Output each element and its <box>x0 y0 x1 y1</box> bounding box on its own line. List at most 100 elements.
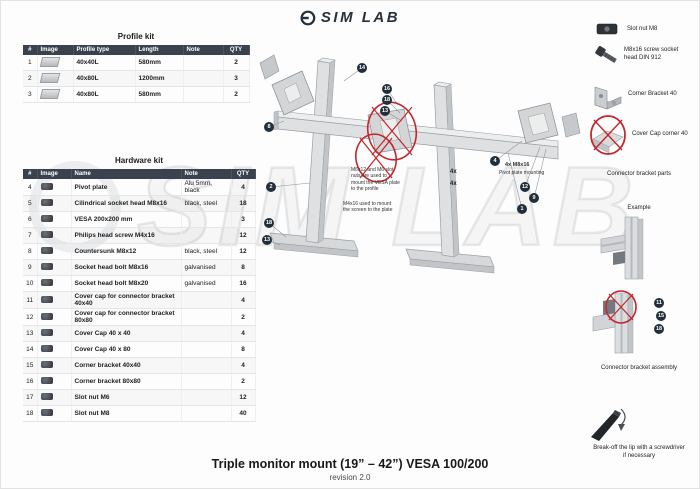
hardware-kit-header-row: # Image Name Note QTY <box>23 169 256 179</box>
connector-bracket-assembly-diagram <box>592 290 637 354</box>
part-note: black, steel <box>181 195 232 212</box>
callout-balloon: 14 <box>357 63 367 73</box>
part-note <box>181 227 232 244</box>
col-header-image: Image <box>37 45 74 55</box>
col-header-name: Name <box>71 169 182 179</box>
part-name: Socket head bolt M8x20 <box>71 275 182 292</box>
row-image-cell <box>37 70 74 87</box>
col-header-image: Image <box>37 169 72 179</box>
part-thumbnail <box>40 263 53 270</box>
row-image-cell <box>37 55 74 71</box>
break-off-lip-note: Break-off the lip with a screwdriver if … <box>593 445 685 459</box>
hardware-kit-row: 8 Countersunk M8x12 black, steel 12 <box>23 243 256 260</box>
row-image-cell <box>37 405 72 422</box>
part-name: Corner bracket 40x40 <box>71 357 182 374</box>
callout-balloon: 8 <box>264 122 274 132</box>
profile-length: 580mm <box>135 55 184 71</box>
part-qty: 3 <box>231 211 256 228</box>
part-note <box>181 389 232 406</box>
part-name: Cover cap for connector bracket 40x40 <box>71 291 182 309</box>
part-note: galvanised <box>181 259 232 276</box>
callout-balloon: 1 <box>517 204 527 214</box>
profile-kit-table: # Image Profile type Length Note QTY 1 4… <box>23 45 250 103</box>
row-number: 14 <box>23 341 38 358</box>
profile-thumbnail <box>39 72 60 83</box>
corner-bracket-icon <box>594 86 622 110</box>
connector-bracket-assembly-label: Connector bracket assembly <box>600 365 678 371</box>
col-header-num: # <box>23 45 38 55</box>
profile-note <box>183 55 224 71</box>
profile-qty: 2 <box>223 55 250 71</box>
row-number: 1 <box>23 55 38 71</box>
profile-kit-body: 1 40x40L 580mm 2 2 40x80L 1200mm 3 3 40x… <box>23 55 250 103</box>
row-image-cell <box>37 357 72 374</box>
part-name: Cover cap for connector bracket 80x80 <box>71 308 182 326</box>
profile-kit-row: 1 40x40L 580mm 2 <box>23 55 250 71</box>
slot-nut-label: Slot nut M8 <box>627 26 658 32</box>
hardware-kit-row: 13 Cover Cap 40 x 40 4 <box>23 325 256 342</box>
profile-kit-row: 3 40x80L 580mm 2 <box>23 86 250 103</box>
row-image-cell <box>37 86 74 103</box>
hardware-kit-row: 7 Philips head screw M4x16 12 <box>23 227 256 244</box>
row-image-cell <box>37 275 72 292</box>
sheet-revision: revision 2.0 <box>329 473 371 482</box>
profile-type: 40x80L <box>73 86 136 103</box>
screw-label: M8x16 screw socket head DIN 912 <box>624 47 679 61</box>
part-name: Cover Cap 40 x 40 <box>71 325 182 342</box>
part-note <box>181 308 232 326</box>
part-qty: 40 <box>231 405 256 422</box>
connector-bracket-parts-label: Connector bracket parts <box>606 171 672 177</box>
hardware-kit-row: 14 Cover Cap 40 x 80 8 <box>23 341 256 358</box>
qty-label: 4x <box>450 169 457 175</box>
profile-thumbnail <box>39 88 60 99</box>
part-thumbnail <box>40 247 53 254</box>
part-thumbnail <box>40 377 53 384</box>
row-image-cell <box>37 291 72 309</box>
sheet-footer: Triple monitor mount (19” – 42”) VESA 10… <box>1 457 699 482</box>
row-number: 3 <box>23 86 38 103</box>
row-number: 4 <box>23 179 38 196</box>
col-header-type: Profile type <box>73 45 136 55</box>
part-name: Cilindrical socket head M8x16 <box>71 195 182 212</box>
part-thumbnail <box>40 361 53 368</box>
hardware-kit-row: 5 Cilindrical socket head M8x16 black, s… <box>23 195 256 212</box>
col-header-num: # <box>23 169 38 179</box>
corner-bracket-label: Corner Bracket 40 <box>628 91 677 97</box>
part-note <box>181 373 232 390</box>
row-number: 7 <box>23 227 38 244</box>
row-number: 5 <box>23 195 38 212</box>
part-note <box>181 325 232 342</box>
part-name: VESA 200x200 mm <box>71 211 182 228</box>
profile-kit-row: 2 40x80L 1200mm 3 <box>23 70 250 87</box>
hardware-kit-row: 6 VESA 200x200 mm 3 <box>23 211 256 228</box>
screen-mounting-note: M4x16 used to mount the screen to the pl… <box>343 201 393 214</box>
row-number: 11 <box>23 291 38 309</box>
profile-type: 40x40L <box>73 55 136 71</box>
row-image-cell <box>37 243 72 260</box>
profile-length: 580mm <box>135 86 184 103</box>
part-thumbnail <box>40 409 53 416</box>
row-number: 2 <box>23 70 38 87</box>
part-qty: 12 <box>231 243 256 260</box>
col-header-qty: QTY <box>231 169 256 179</box>
hardware-kit-body: 4 Pivot plate Alu 5mm, black 4 5 Cilindr… <box>23 179 256 422</box>
callout-balloon: 12 <box>520 182 530 192</box>
part-qty: 4 <box>231 357 256 374</box>
part-qty: 12 <box>231 227 256 244</box>
hardware-kit-row: 9 Socket head bolt M8x16 galvanised 8 <box>23 259 256 276</box>
pivot-mounting-note: Pivot plate mounting <box>499 170 545 176</box>
profile-note <box>183 86 224 103</box>
row-image-cell <box>37 308 72 326</box>
callout-balloon: 11 <box>654 298 664 308</box>
col-header-note: Note <box>183 45 224 55</box>
assembly-diagram <box>259 54 581 274</box>
col-header-qty: QTY <box>223 45 250 55</box>
part-thumbnail <box>40 279 53 286</box>
row-image-cell <box>37 227 72 244</box>
part-note: galvanised <box>181 275 232 292</box>
part-thumbnail <box>40 215 53 222</box>
part-qty: 12 <box>231 389 256 406</box>
part-thumbnail <box>40 182 53 190</box>
part-thumbnail <box>40 329 53 336</box>
callout-balloon: 18 <box>382 95 392 105</box>
